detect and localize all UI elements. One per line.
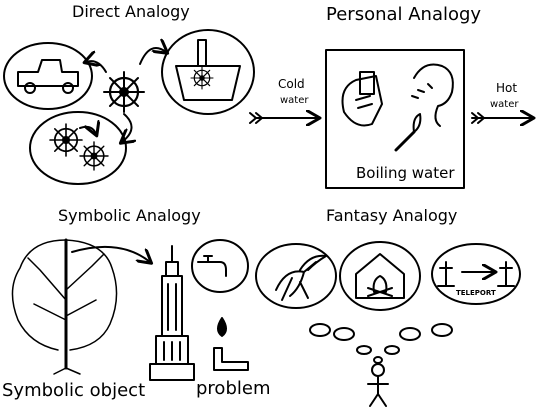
stick-figure-icon [367, 363, 389, 407]
hands-cup-icon [341, 71, 383, 127]
teleport-icon [437, 261, 515, 287]
tree-icon [11, 238, 118, 375]
faucet-icon [197, 255, 227, 277]
pegasus-bubble [255, 243, 337, 309]
fantasy-analogy-title: Fantasy Analogy [326, 206, 458, 225]
cold-label-line2: water [280, 95, 309, 106]
skyscraper-icon [149, 245, 195, 381]
boat-icon [175, 39, 241, 101]
gears-bubble [29, 111, 127, 185]
pegasus-icon [275, 254, 327, 301]
cold-label-line1: Cold [278, 77, 305, 91]
teleport-bubble [431, 243, 521, 305]
leaking-pipe-icon [213, 347, 249, 371]
hot-label-line2: water [490, 99, 519, 110]
arrow-wheel-to-boat [139, 48, 166, 65]
problem-caption: problem [196, 378, 271, 399]
personal-analogy-diagram [249, 49, 532, 189]
campfire-house-bubble [339, 241, 421, 311]
ship-wheel-icon [102, 70, 146, 114]
teleport-label: TELEPORT [456, 289, 496, 297]
thought-bubbles [309, 323, 453, 364]
arrow-wheel-to-gears [122, 113, 132, 142]
personal-analogy-title: Personal Analogy [326, 4, 482, 25]
arrow-tree-to-tower [71, 245, 150, 262]
direct-analogy-diagram [3, 29, 255, 185]
worried-face-icon [411, 63, 454, 127]
car-icon [17, 59, 79, 94]
car-bubble [3, 42, 93, 110]
fantasy-analogy-diagram [255, 241, 521, 407]
gears-icon [49, 124, 109, 171]
symbolic-analogy-title: Symbolic Analogy [58, 206, 201, 225]
symbolic-object-caption: Symbolic object [2, 380, 146, 401]
input-arrow-fletching [249, 112, 263, 124]
match-flame-icon [394, 113, 422, 152]
water-drop-icon [217, 317, 227, 337]
campfire-house-icon [355, 253, 405, 299]
personal-frame [325, 49, 465, 189]
boat-bubble [161, 29, 255, 115]
hot-label-line1: Hot [496, 81, 518, 95]
direct-analogy-title: Direct Analogy [72, 2, 190, 21]
arrow-wheel-to-car [86, 61, 107, 73]
faucet-bubble [191, 239, 249, 293]
symbolic-analogy-diagram [11, 238, 249, 381]
output-arrow-fletching [471, 112, 485, 124]
boiling-water-caption: Boiling water [356, 164, 455, 182]
